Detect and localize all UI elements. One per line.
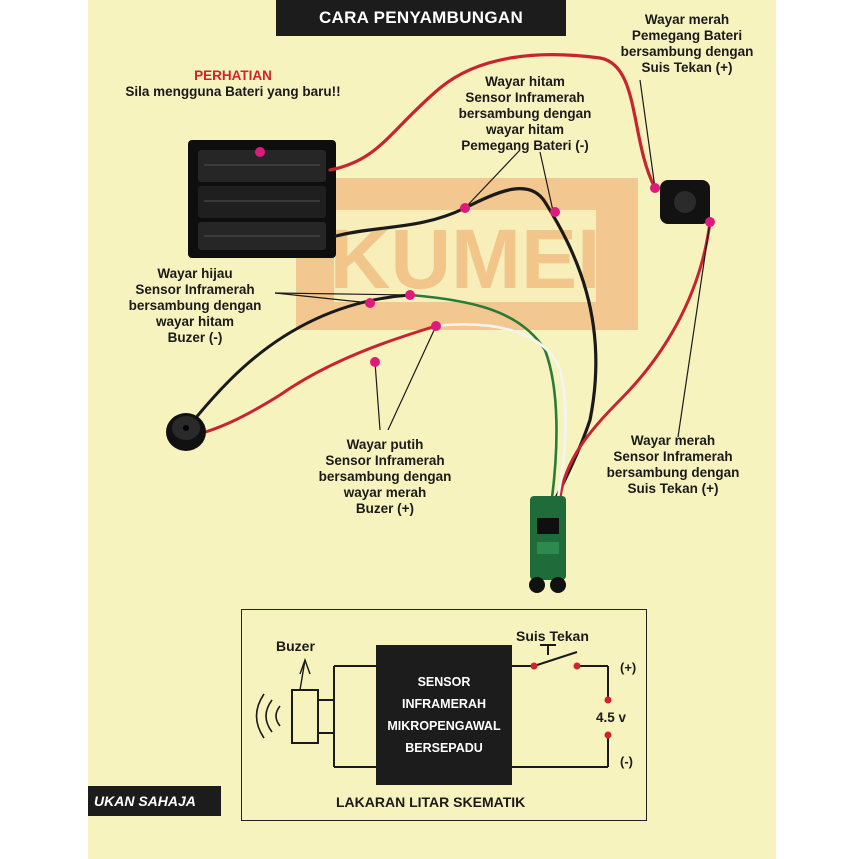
label-green-sensor-buzzer: Wayar hijau Sensor Inframerah bersambung… [110, 266, 280, 346]
label-line: Buzer (+) [355, 501, 415, 516]
ic-line: INFRAMERAH [401, 697, 487, 711]
schematic-drawing [255, 644, 609, 768]
connection-markers [255, 147, 715, 367]
label-line: Suis Tekan (+) [641, 60, 733, 75]
warning-heading: PERHATIAN [194, 68, 272, 83]
label-line: Wayar hitam [485, 74, 565, 89]
label-line: wayar hitam [155, 314, 235, 329]
switch-label: Suis Tekan [516, 628, 589, 644]
label-line: Wayar hijau [157, 266, 233, 281]
ic-line: MIKROPENGAWAL [387, 719, 501, 733]
schematic-terminals [530, 662, 612, 739]
minus-label: (-) [620, 754, 633, 769]
label-red-sensor-switch: Wayar merah Sensor Inframerah bersambung… [588, 433, 758, 497]
watermark-text: KUMEI [330, 212, 601, 306]
warning-note: PERHATIAN Sila mengguna Bateri yang baru… [108, 68, 358, 100]
schematic-box [241, 609, 647, 821]
warning-text: Sila mengguna Bateri yang baru!! [125, 84, 341, 99]
buzzer [166, 413, 206, 451]
page-title: CARA PENYAMBUNGAN [276, 0, 566, 36]
label-line: Pemegang Bateri (-) [461, 138, 589, 153]
ic-line: SENSOR [417, 675, 471, 689]
label-white-sensor-buzzer: Wayar putih Sensor Inframerah bersambung… [300, 437, 470, 517]
label-red-battery-switch: Wayar merah Pemegang Bateri bersambung d… [602, 12, 772, 76]
label-line: wayar hitam [485, 122, 565, 137]
label-line: bersambung dengan [606, 465, 740, 480]
label-line: Wayar merah [630, 433, 716, 448]
plus-label: (+) [620, 660, 637, 675]
ic-block: SENSOR INFRAMERAH MIKROPENGAWAL BERSEPAD… [376, 645, 512, 785]
push-switch [660, 180, 710, 224]
battery-holder [188, 140, 336, 258]
label-line: Sensor Inframerah [135, 282, 255, 297]
label-line: Wayar merah [644, 12, 730, 27]
label-line: Sensor Inframerah [465, 90, 585, 105]
label-line: Buzer (-) [167, 330, 223, 345]
label-line: bersambung dengan [620, 44, 754, 59]
label-line: Suis Tekan (+) [627, 481, 719, 496]
label-line: Wayar putih [346, 437, 424, 452]
buzzer-label: Buzer [276, 638, 315, 654]
pointer-lines [274, 79, 711, 438]
label-black-sensor-battery: Wayar hitam Sensor Inframerah bersambung… [440, 74, 610, 154]
label-line: bersambung dengan [318, 469, 452, 484]
voltage-label: 4.5 v [596, 710, 627, 725]
watermark: KUMEI [296, 178, 638, 330]
footer-tag: UKAN SAHAJA [88, 786, 221, 816]
schematic-caption: LAKARAN LITAR SKEMATIK [336, 794, 526, 810]
label-line: bersambung dengan [458, 106, 592, 121]
label-line: Pemegang Bateri [631, 28, 743, 43]
ic-line: BERSEPADU [405, 741, 483, 755]
label-line: bersambung dengan [128, 298, 262, 313]
label-line: Sensor Inframerah [325, 453, 445, 468]
label-line: Sensor Inframerah [613, 449, 733, 464]
ir-sensor-board [529, 496, 566, 593]
label-line: wayar merah [343, 485, 427, 500]
